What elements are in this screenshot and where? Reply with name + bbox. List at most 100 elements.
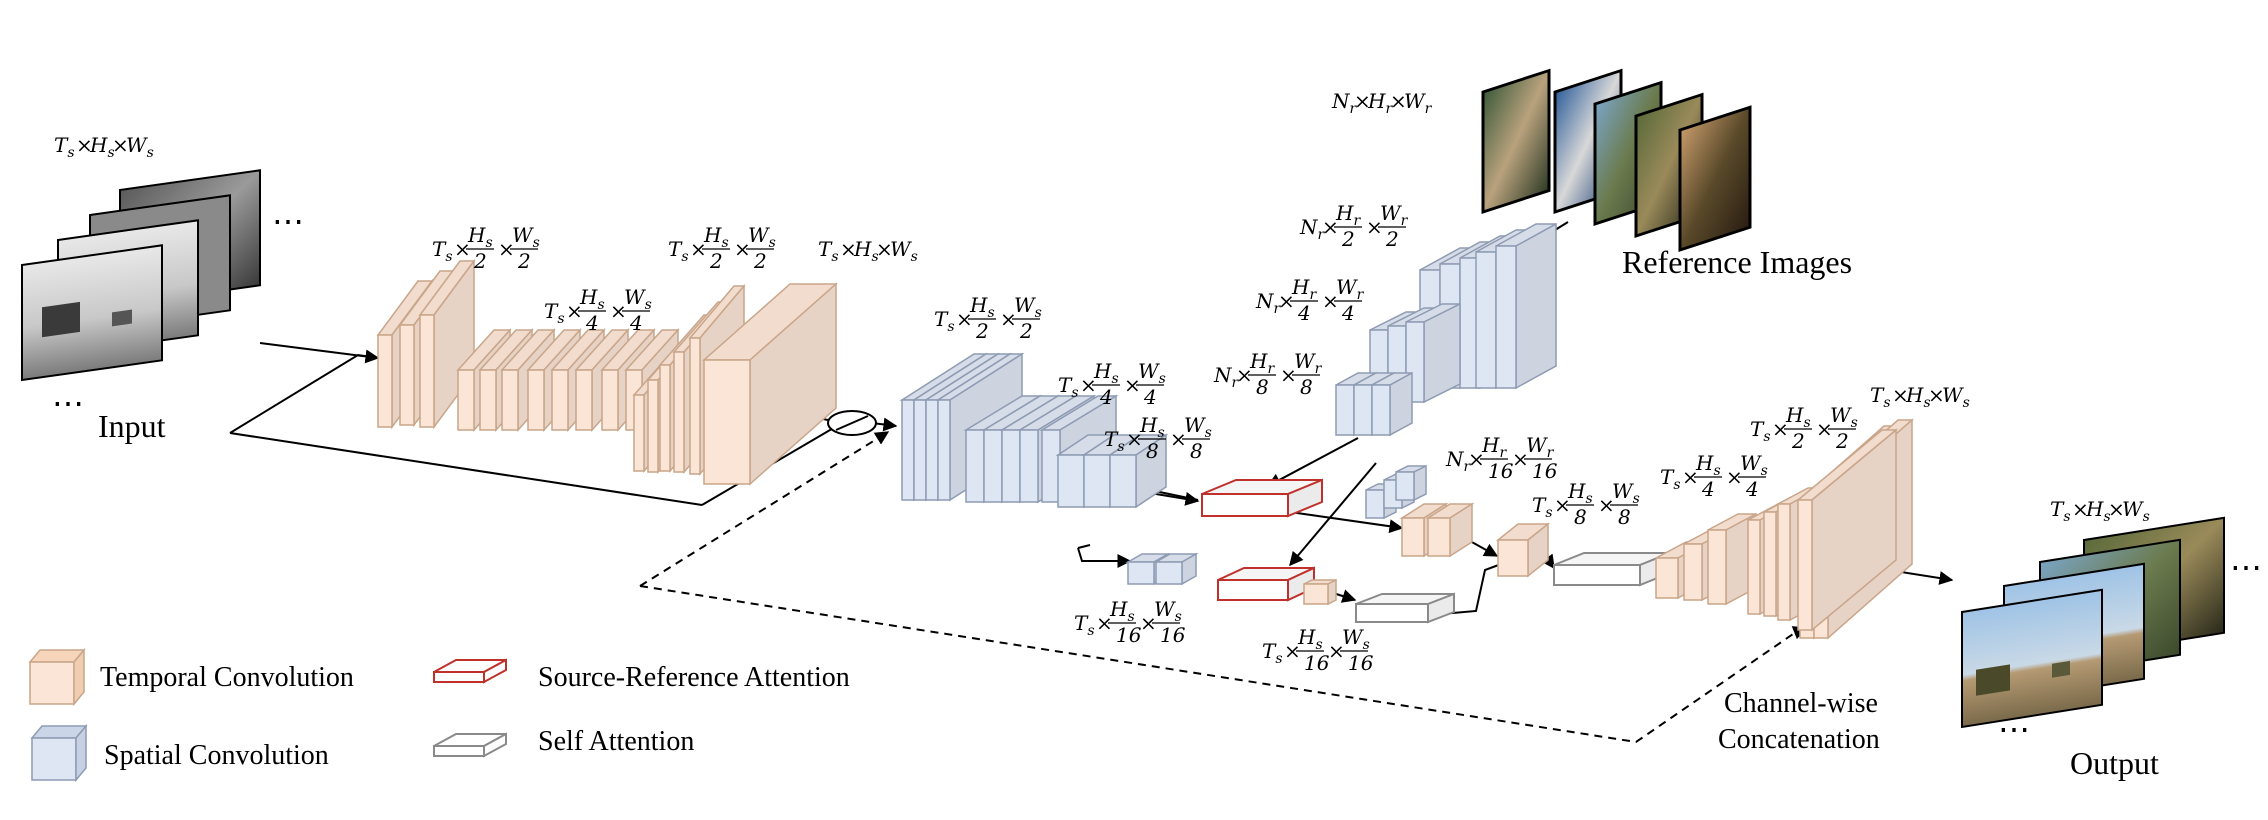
svg-text:×: × (1278, 289, 1295, 313)
dim-label-t-full: Ts×Hs×Ws (1870, 383, 1970, 411)
svg-text:Hr: Hr (1249, 349, 1275, 377)
svg-text:×: × (1354, 89, 1371, 113)
svg-text:×: × (2072, 497, 2089, 521)
source-reference-attention-block (1201, 478, 1323, 518)
svg-text:×: × (1772, 417, 1789, 441)
svg-text:Wr: Wr (1404, 89, 1433, 117)
svg-text:×: × (1554, 493, 1571, 517)
svg-text:Ws: Ws (126, 133, 154, 161)
output-frame (1961, 588, 2103, 729)
svg-text:×: × (1284, 639, 1301, 663)
reference-encoder (1335, 222, 1557, 520)
spatial-conv-block (1395, 464, 1427, 502)
svg-text:Ws: Ws (1154, 597, 1182, 625)
svg-text:2: 2 (709, 249, 723, 273)
dim-label-t-eighth: Ts×Hs8×Ws8 (1532, 479, 1640, 529)
svg-text:×: × (1096, 611, 1113, 635)
svg-text:Ws: Ws (1342, 625, 1370, 653)
svg-text:×: × (1390, 89, 1407, 113)
self-attention-block (1553, 551, 1671, 587)
svg-text:×: × (1928, 383, 1945, 407)
spatial-conv-block (1405, 302, 1461, 404)
dim-label-ref-eighth: Nr×Hr8×Wr8 (1213, 349, 1323, 399)
legend-label-spatial: Spatial Convolution (104, 740, 329, 771)
dim-label-t-quarter: Ts×Hs4×Ws4 (1660, 451, 1768, 501)
svg-text:8: 8 (1300, 375, 1313, 399)
svg-text:×: × (112, 133, 129, 157)
svg-text:Ts: Ts (54, 133, 75, 161)
legend-label-source-ref: Source-Reference Attention (538, 662, 850, 693)
svg-text:16: 16 (1116, 623, 1142, 647)
svg-text:Hs: Hs (89, 133, 115, 161)
svg-text:×: × (1170, 427, 1187, 451)
input-ellipsis-top: ⋯ (272, 203, 304, 239)
dim-label-sp-quarter: Ts×Hs4×Ws4 (1058, 359, 1166, 409)
svg-text:Hs: Hs (1567, 479, 1593, 507)
svg-text:4: 4 (1143, 385, 1157, 409)
reference-images-label: Reference Images (1622, 244, 1852, 280)
svg-text:Ws: Ws (1184, 413, 1212, 441)
svg-text:4: 4 (585, 311, 599, 335)
svg-text:Hr: Hr (1481, 433, 1507, 461)
legend-item-self: Self Attention (433, 726, 694, 758)
spatial-conv-block (1153, 552, 1199, 586)
svg-text:Wr: Wr (1380, 201, 1409, 229)
spatial-conv-block (1107, 433, 1169, 509)
svg-text:2: 2 (1341, 227, 1355, 251)
svg-text:×: × (1366, 215, 1383, 239)
svg-text:Ts: Ts (1058, 373, 1079, 401)
dim-label-sp-half: Ts×Hs2×Ws2 (934, 293, 1042, 343)
dim-label-t-half: Ts×Hs2×Ws2 (1750, 403, 1858, 453)
legend-swatch-self (433, 732, 507, 758)
temporal-conv-block (1495, 522, 1551, 578)
output-ellipsis-top: ⋯ (2230, 549, 2262, 585)
dashed-skip-path (639, 585, 1797, 744)
concat-node (827, 410, 877, 436)
input-ellipsis-bottom: ⋯ (52, 385, 84, 421)
temporal-decoder (1303, 418, 1914, 640)
svg-text:Hs: Hs (1093, 359, 1119, 387)
channel-wise-label-line1: Channel-wise (1724, 688, 1878, 719)
svg-text:Hs: Hs (1297, 625, 1323, 653)
output-frames (1961, 516, 2225, 729)
svg-text:×: × (1512, 447, 1529, 471)
svg-text:×: × (1236, 363, 1253, 387)
svg-text:16: 16 (1304, 651, 1330, 675)
svg-text:Wr: Wr (1526, 433, 1555, 461)
svg-text:Ws: Ws (748, 223, 776, 251)
input-frame (21, 244, 163, 382)
svg-text:2: 2 (1791, 429, 1805, 453)
svg-text:×: × (1726, 465, 1743, 489)
legend-item-temporal: Temporal Convolution (28, 647, 354, 707)
svg-text:4: 4 (1701, 477, 1715, 501)
svg-text:Ts: Ts (432, 237, 453, 265)
svg-text:×: × (1816, 417, 1833, 441)
svg-text:×: × (1598, 493, 1615, 517)
svg-text:×: × (956, 307, 973, 331)
svg-text:Hs: Hs (1109, 597, 1135, 625)
svg-text:Ws: Ws (890, 237, 918, 265)
svg-text:2: 2 (975, 319, 989, 343)
svg-text:16: 16 (1348, 651, 1374, 675)
svg-text:Ws: Ws (2122, 497, 2150, 525)
legend: Temporal Convolution Spatial Convolution… (28, 647, 850, 783)
svg-text:×: × (1280, 363, 1297, 387)
legend-swatch-temporal (28, 647, 86, 707)
svg-text:×: × (840, 237, 857, 261)
reference-image (1678, 105, 1752, 252)
svg-text:Hs: Hs (703, 223, 729, 251)
svg-text:Ws: Ws (624, 285, 652, 313)
svg-text:Hs: Hs (2085, 497, 2111, 525)
svg-text:Hs: Hs (579, 285, 605, 313)
svg-text:Ts: Ts (1104, 427, 1125, 455)
svg-text:Hs: Hs (853, 237, 879, 265)
svg-text:×: × (1080, 373, 1097, 397)
svg-text:×: × (566, 299, 583, 323)
dim-label-dec-half: Ts×Hs2×Ws2 (668, 223, 776, 273)
svg-text:×: × (2108, 497, 2125, 521)
svg-text:8: 8 (1146, 439, 1159, 463)
dim-label-ref-quarter: Nr×Hr4×Wr4 (1255, 275, 1365, 325)
svg-text:Hs: Hs (969, 293, 995, 321)
